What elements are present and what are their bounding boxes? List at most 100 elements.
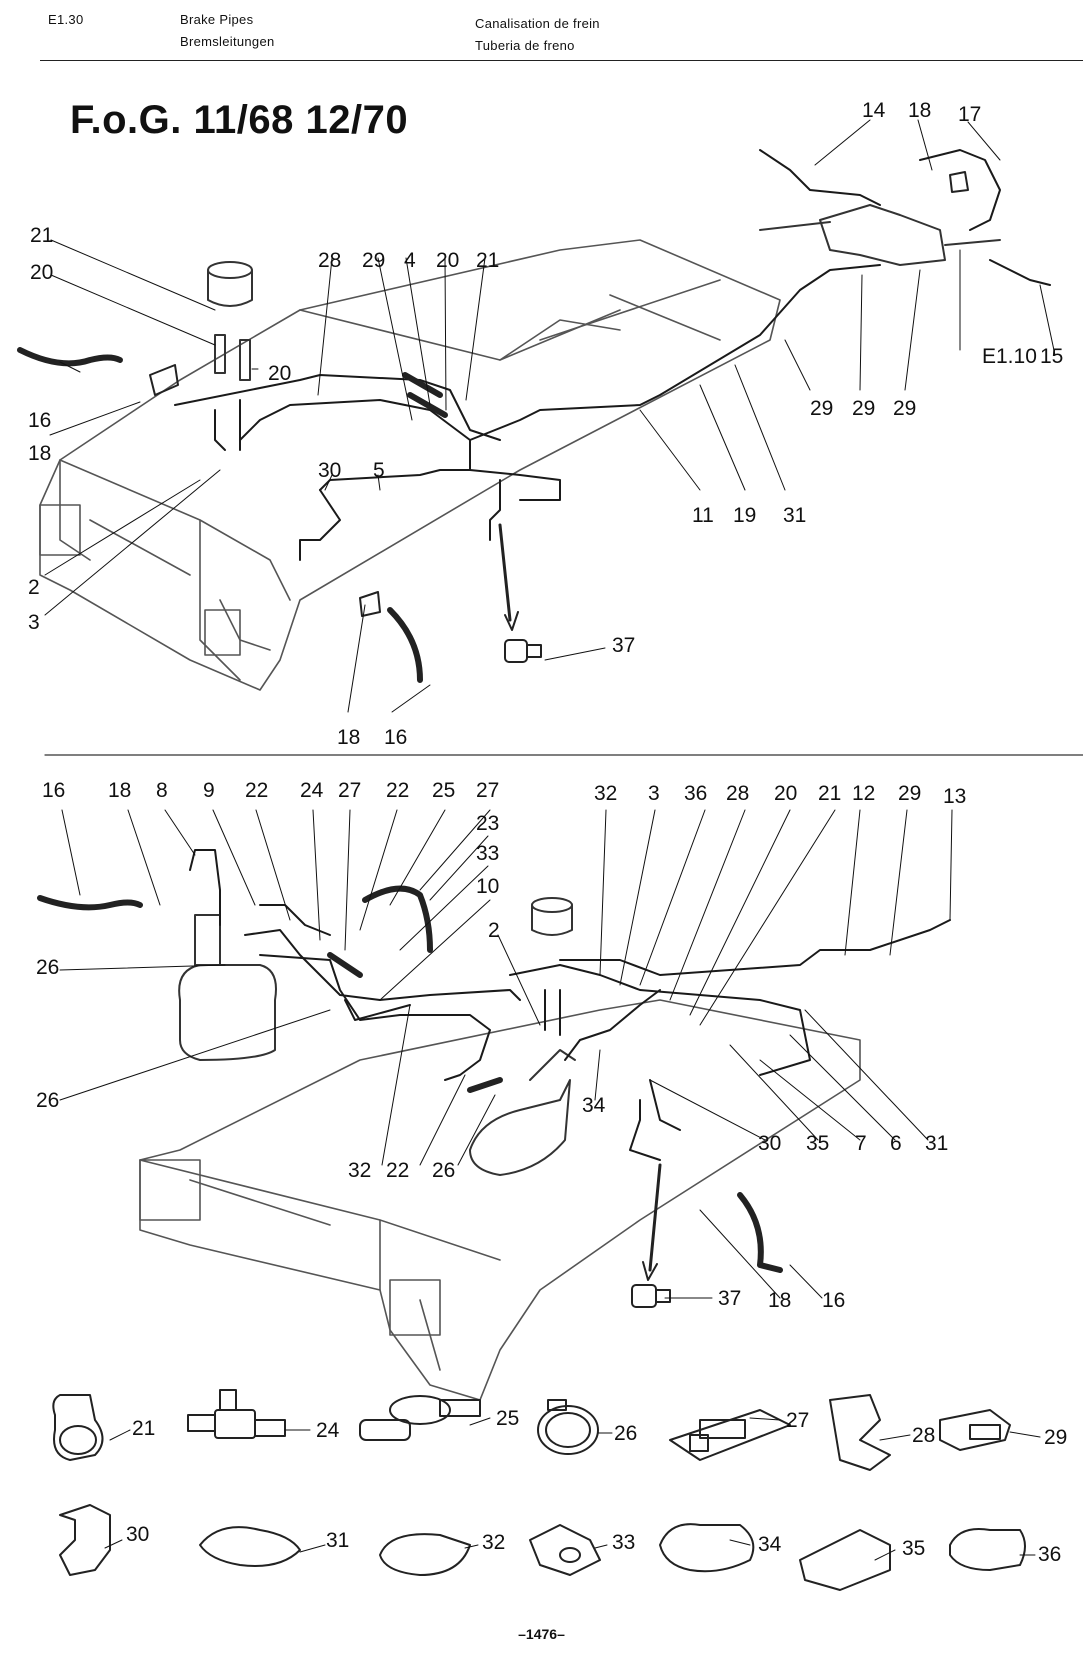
header-rule [40, 60, 1083, 61]
bottom-chassis-frame [139, 999, 861, 1401]
bottom-callout: 25 [432, 779, 456, 802]
bottom-callout: 31 [925, 1132, 949, 1155]
top-chassis-frame [39, 239, 781, 691]
bottom-callout: 12 [852, 782, 876, 805]
top-callout: 3 [28, 611, 40, 634]
legend-clip-34 [659, 1523, 755, 1573]
top-clips [149, 171, 969, 617]
bottom-callout: 13 [943, 785, 967, 808]
legend-clip-35 [799, 1529, 891, 1591]
bottom-callout: 22 [386, 1159, 410, 1182]
top-callout: 19 [733, 504, 757, 527]
bottom-callout: 33 [476, 842, 500, 865]
top-callout: 29 [362, 249, 386, 272]
top-callout: 21 [476, 249, 500, 272]
bottom-callout: 8 [156, 779, 168, 802]
top-rear-axle [759, 204, 1001, 266]
top-callout: 20 [30, 261, 54, 284]
top-callout: 2 [28, 576, 40, 599]
bottom-callout: 7 [855, 1132, 867, 1155]
legend-callout: 27 [786, 1409, 810, 1432]
legend-callout: 34 [758, 1533, 782, 1556]
legend-callout: 33 [612, 1531, 636, 1554]
title-spanish: Tuberia de freno [475, 38, 575, 53]
top-callout: 16 [28, 409, 52, 432]
legend-callout: 30 [126, 1523, 150, 1546]
top-callout: 29 [810, 397, 834, 420]
bottom-callout: 32 [594, 782, 618, 805]
top-callout: 4 [404, 249, 416, 272]
bottom-callout: 9 [203, 779, 215, 802]
bottom-flex-hoses [37, 885, 783, 1273]
bottom-servo-units [178, 897, 576, 1176]
top-brake-pipes [174, 149, 1051, 561]
legend-callout: 21 [132, 1417, 156, 1440]
legend-banjo-25 [359, 1395, 481, 1441]
legend-callout: 31 [326, 1529, 350, 1552]
bottom-callout: 22 [386, 779, 410, 802]
bottom-callout: 6 [890, 1132, 902, 1155]
title-english: Brake Pipes [180, 12, 254, 27]
top-callout: 29 [852, 397, 876, 420]
top-master-cylinder [207, 261, 253, 381]
legend-tee-24 [187, 1389, 286, 1439]
top-callout: 18 [908, 99, 932, 122]
legend-clip-33 [529, 1524, 601, 1576]
title-french: Canalisation de frein [475, 16, 600, 31]
bottom-callout: 27 [338, 779, 362, 802]
top-callout: 20 [268, 362, 292, 385]
bottom-callout: 36 [684, 782, 708, 805]
legend-callout: 24 [316, 1419, 340, 1442]
bottom-callout: 24 [300, 779, 324, 802]
bottom-callout: 35 [806, 1132, 830, 1155]
top-adaptor-37 [498, 523, 542, 663]
legend-clamp-26 [537, 1399, 599, 1455]
bottom-callout: 10 [476, 875, 500, 898]
top-callout: 18 [28, 442, 52, 465]
legend-callout: 25 [496, 1407, 520, 1430]
legend-clip-28 [829, 1394, 891, 1471]
bottom-callout: 28 [726, 782, 750, 805]
bottom-leader-lines [59, 809, 953, 1299]
top-callout: 15 [1040, 345, 1064, 368]
bottom-callout: 22 [245, 779, 269, 802]
section-code: E1.30 [48, 12, 84, 27]
bottom-callout: 21 [818, 782, 842, 805]
legend-clip-31 [199, 1526, 301, 1567]
bottom-callout: 23 [476, 812, 500, 835]
top-callout: 21 [30, 224, 54, 247]
bottom-callout: 32 [348, 1159, 372, 1182]
page-number: –1476– [518, 1626, 565, 1642]
legend-callout: 29 [1044, 1426, 1068, 1449]
top-callout: 31 [783, 504, 807, 527]
top-callout: 20 [436, 249, 460, 272]
title-german: Bremsleitungen [180, 34, 275, 49]
bottom-callout: 34 [582, 1094, 606, 1117]
bottom-callout: 20 [774, 782, 798, 805]
bottom-callout: 18 [108, 779, 132, 802]
bottom-callout: 26 [36, 956, 60, 979]
bottom-callout: 26 [432, 1159, 456, 1182]
legend-clip-30 [59, 1504, 111, 1576]
top-leader-lines [44, 119, 1056, 713]
top-callout: 37 [612, 634, 636, 657]
top-callout: 5 [373, 459, 385, 482]
bottom-callout: 27 [476, 779, 500, 802]
top-callout: 16 [384, 726, 408, 749]
legend-clip-36 [949, 1528, 1026, 1571]
legend-clip-21 [52, 1394, 104, 1461]
top-callout: E1.10 [982, 345, 1037, 368]
legend-clip-27 [669, 1409, 791, 1461]
bottom-callout: 3 [648, 782, 660, 805]
legend-callout: 36 [1038, 1543, 1062, 1566]
bottom-adaptor-37 [631, 1163, 671, 1308]
bottom-callout: 37 [718, 1287, 742, 1310]
bottom-callout: 16 [42, 779, 66, 802]
legend-callout: 28 [912, 1424, 936, 1447]
top-callout: 14 [862, 99, 886, 122]
bottom-callout: 16 [822, 1289, 846, 1312]
top-callout: 18 [337, 726, 361, 749]
top-callout: 29 [893, 397, 917, 420]
bottom-brake-pipes [189, 849, 951, 1161]
